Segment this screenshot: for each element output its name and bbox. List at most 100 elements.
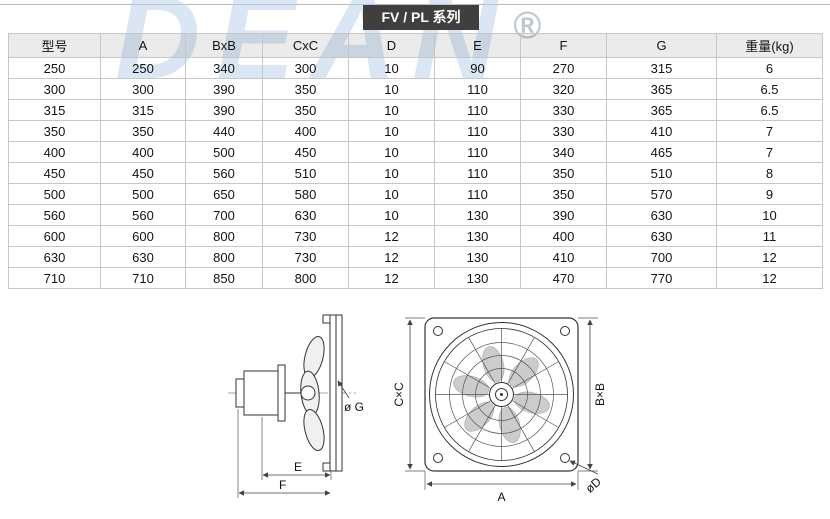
- dim-label-cxc: C×C: [392, 382, 406, 407]
- table-cell: 350: [520, 183, 607, 205]
- table-cell: 600: [8, 225, 101, 247]
- table-cell: 7: [716, 141, 823, 163]
- blade: [303, 409, 325, 451]
- table-cell: 350: [262, 99, 349, 121]
- table-cell: 560: [8, 204, 101, 226]
- table-cell: 12: [716, 246, 823, 268]
- table-cell: 560: [100, 204, 186, 226]
- table-cell: 580: [262, 183, 349, 205]
- table-cell: 12: [716, 267, 823, 289]
- header-e: E: [434, 33, 521, 58]
- table-cell: 730: [262, 246, 349, 268]
- table-cell: 630: [8, 246, 101, 268]
- table-cell: 365: [606, 99, 717, 121]
- header-row: 型号 A BxB CxC D E F G 重量(kg): [8, 33, 823, 58]
- table-cell: 410: [606, 120, 717, 142]
- table-cell: 450: [262, 141, 349, 163]
- table-cell: 110: [434, 99, 521, 121]
- table-cell: 9: [716, 183, 823, 205]
- table-cell: 300: [8, 78, 101, 100]
- table-cell: 350: [262, 78, 349, 100]
- table-cell: 315: [100, 99, 186, 121]
- table-cell: 450: [8, 162, 101, 184]
- header-weight: 重量(kg): [716, 33, 823, 58]
- mounting-hole: [433, 453, 443, 463]
- header-model: 型号: [8, 33, 101, 58]
- table-cell: 800: [185, 225, 263, 247]
- table-cell: 110: [434, 78, 521, 100]
- top-rule: [0, 4, 830, 5]
- table-cell: 10: [348, 120, 435, 142]
- table-cell: 10: [348, 141, 435, 163]
- dim-label-f: F: [279, 478, 286, 492]
- table-cell: 630: [100, 246, 186, 268]
- table-cell: 10: [348, 78, 435, 100]
- table-cell: 400: [520, 225, 607, 247]
- table-cell: 130: [434, 204, 521, 226]
- table-cell: 350: [520, 162, 607, 184]
- table-cell: 630: [606, 204, 717, 226]
- table-cell: 12: [348, 246, 435, 268]
- series-title: FV / PL 系列: [363, 5, 479, 30]
- table-cell: 500: [8, 183, 101, 205]
- table-cell: 700: [185, 204, 263, 226]
- table-cell: 110: [434, 183, 521, 205]
- dim-label-a: A: [497, 490, 505, 504]
- table-cell: 630: [606, 225, 717, 247]
- table-cell: 110: [434, 162, 521, 184]
- dim-label-d: øD: [583, 474, 605, 495]
- mounting-hole: [560, 326, 570, 336]
- table-cell: 440: [185, 120, 263, 142]
- table-cell: 130: [434, 225, 521, 247]
- table-cell: 315: [606, 57, 717, 79]
- table-cell: 10: [348, 204, 435, 226]
- table-cell: 10: [348, 57, 435, 79]
- table-cell: 330: [520, 99, 607, 121]
- table-cell: 6: [716, 57, 823, 79]
- table-cell: 340: [520, 141, 607, 163]
- table-cell: 130: [434, 246, 521, 268]
- table-cell: 630: [262, 204, 349, 226]
- flange-tab-bottom: [322, 462, 331, 472]
- motor-flange: [277, 364, 286, 422]
- header-bxb: BxB: [185, 33, 263, 58]
- dim-label-g: ø G: [344, 400, 364, 414]
- dim-d-leader: [569, 460, 599, 475]
- table-cell: 10: [348, 99, 435, 121]
- table-cell: 560: [185, 162, 263, 184]
- motor-body: [243, 370, 279, 416]
- mounting-hole: [560, 453, 570, 463]
- table-cell: 320: [520, 78, 607, 100]
- table-cell: 365: [606, 78, 717, 100]
- guard-spokes: [435, 328, 568, 461]
- table-cell: 570: [606, 183, 717, 205]
- table-cell: 400: [8, 141, 101, 163]
- flange-tab-top: [322, 314, 331, 324]
- table-cell: 300: [262, 57, 349, 79]
- table-cell: 710: [8, 267, 101, 289]
- hub-ring: [495, 388, 508, 401]
- front-view-drawing: C×C B×B A øD: [392, 317, 607, 504]
- table-cell: 465: [606, 141, 717, 163]
- table-cell: 390: [185, 99, 263, 121]
- table-cell: 8: [716, 162, 823, 184]
- table-cell: 800: [262, 267, 349, 289]
- table-cell: 800: [185, 246, 263, 268]
- table-cell: 500: [100, 183, 186, 205]
- dim-label-e: E: [294, 460, 302, 474]
- table-cell: 600: [100, 225, 186, 247]
- table-cell: 330: [520, 120, 607, 142]
- table-cell: 710: [100, 267, 186, 289]
- dim-label-bxb: B×B: [593, 383, 607, 406]
